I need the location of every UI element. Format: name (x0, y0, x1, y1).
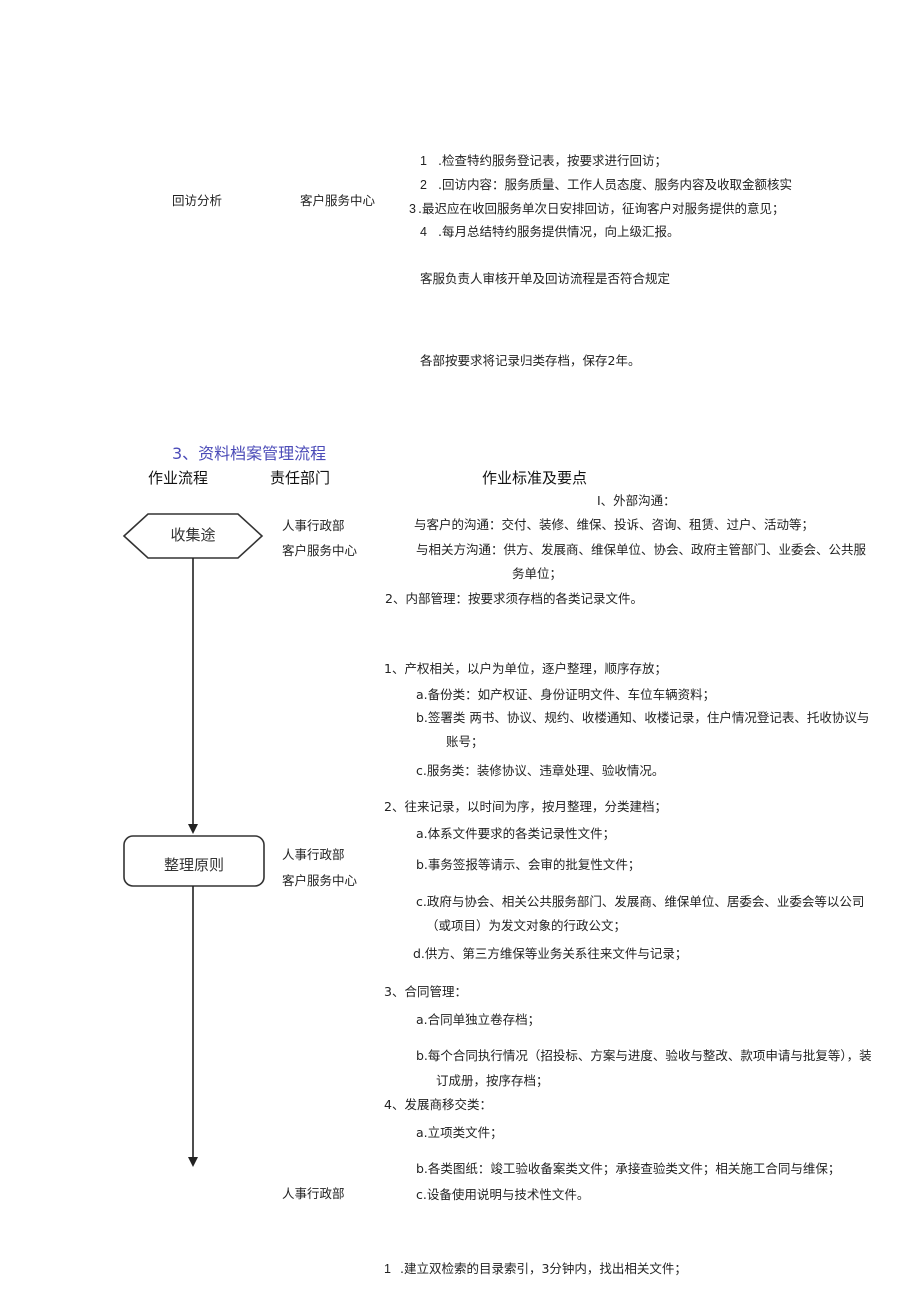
arrange-line: 3、合同管理： (384, 984, 467, 999)
arrange-line: 订成册，按序存档； (436, 1073, 549, 1088)
dept-hr-1: 人事行政部 (282, 518, 345, 533)
collect-node-label: 收集途 (170, 526, 216, 544)
arrange-line: a.合同单独立卷存档； (416, 1012, 541, 1027)
bottom-item-text: .建立双检索的目录索引，3分钟内，找出相关文件； (400, 1261, 687, 1276)
collect-line: 务单位； (512, 566, 563, 581)
item-text: .回访内容：服务质量、工作人员态度、服务内容及收取金额核实 (438, 177, 792, 192)
item-number: 3 (409, 202, 416, 216)
arrange-line: b.事务签报等请示、会审的批复性文件； (416, 857, 641, 872)
arrange-line: （或项目）为发文对象的行政公文； (426, 918, 627, 933)
column-header-dept: 责任部门 (270, 469, 331, 487)
collect-line: I、外部沟通： (597, 493, 676, 508)
arrange-line: b.每个合同执行情况（招投标、方案与进度、验收与整改、款项申请与批复等），装 (416, 1048, 872, 1063)
column-header-process: 作业流程 (148, 469, 209, 487)
collect-line: 与相关方沟通：供方、发展商、维保单位、协会、政府主管部门、业委会、公共服 (416, 542, 867, 557)
arrange-line: 账号； (446, 734, 484, 749)
archive-note: 各部按要求将记录归类存档，保存2年。 (420, 353, 641, 368)
column-header-standard: 作业标准及要点 (482, 469, 588, 487)
arrange-line: c.政府与协会、相关公共服务部门、发展商、维保单位、居委会、业委会等以公司 (416, 894, 865, 909)
flow-arrowhead-1 (188, 824, 198, 834)
task-label: 回访分析 (172, 193, 223, 208)
arrange-line: a.备份类：如产权证、身份证明文件、车位车辆资料； (416, 687, 716, 702)
flow-arrowhead-2 (188, 1157, 198, 1167)
arrange-line: a.立项类文件； (416, 1125, 503, 1140)
arrange-line: b.各类图纸：竣工验收备案类文件；承接查验类文件；相关施工合同与维保； (416, 1161, 841, 1176)
arrange-line: 4、发展商移交类： (384, 1097, 492, 1112)
arrange-line: c.设备使用说明与技术性文件。 (416, 1187, 590, 1202)
bottom-item-number: 1 (384, 1262, 391, 1276)
collect-line: 2、内部管理：按要求须存档的各类记录文件。 (385, 591, 643, 606)
arrange-line: a.体系文件要求的各类记录性文件； (416, 826, 616, 841)
item-number: 2 (420, 178, 427, 192)
arrange-line: c.服务类：装修协议、违章处理、验收情况。 (416, 763, 665, 778)
dept-label: 客户服务中心 (300, 193, 376, 208)
arrange-node-shape (123, 835, 265, 887)
arrange-line: b.签署类 两书、协议、规约、收楼通知、收楼记录，住户情况登记表、托收协议与 (416, 710, 870, 725)
collect-line: 与客户的沟通：交付、装修、维保、投诉、咨询、租赁、过户、活动等； (414, 517, 815, 532)
item-number: 4 (420, 225, 427, 239)
dept-hr-3: 人事行政部 (282, 1186, 345, 1201)
item-number: 1 (420, 154, 427, 168)
item-text: .检查特约服务登记表，按要求进行回访； (438, 153, 667, 168)
arrange-line: 2、往来记录，以时间为序，按月整理，分类建档； (384, 799, 667, 814)
review-note: 客服负责人审核开单及回访流程是否符合规定 (420, 271, 671, 286)
arrange-line: 1、产权相关，以户为单位，逐户整理，顺序存放； (384, 661, 667, 676)
section-title: 3、资料档案管理流程 (172, 444, 327, 463)
item-text: .最迟应在收回服务单次日安排回访，征询客户对服务提供的意见； (418, 201, 785, 216)
dept-cs-1: 客户服务中心 (282, 543, 358, 558)
dept-cs-2: 客户服务中心 (282, 873, 358, 888)
arrange-node-label: 整理原则 (163, 856, 224, 874)
arrange-line: d.供方、第三方维保等业务关系往来文件与记录； (413, 946, 688, 961)
dept-hr-2: 人事行政部 (282, 847, 345, 862)
collect-node-shape (122, 513, 264, 559)
item-text: .每月总结特约服务提供情况，向上级汇报。 (438, 224, 680, 239)
